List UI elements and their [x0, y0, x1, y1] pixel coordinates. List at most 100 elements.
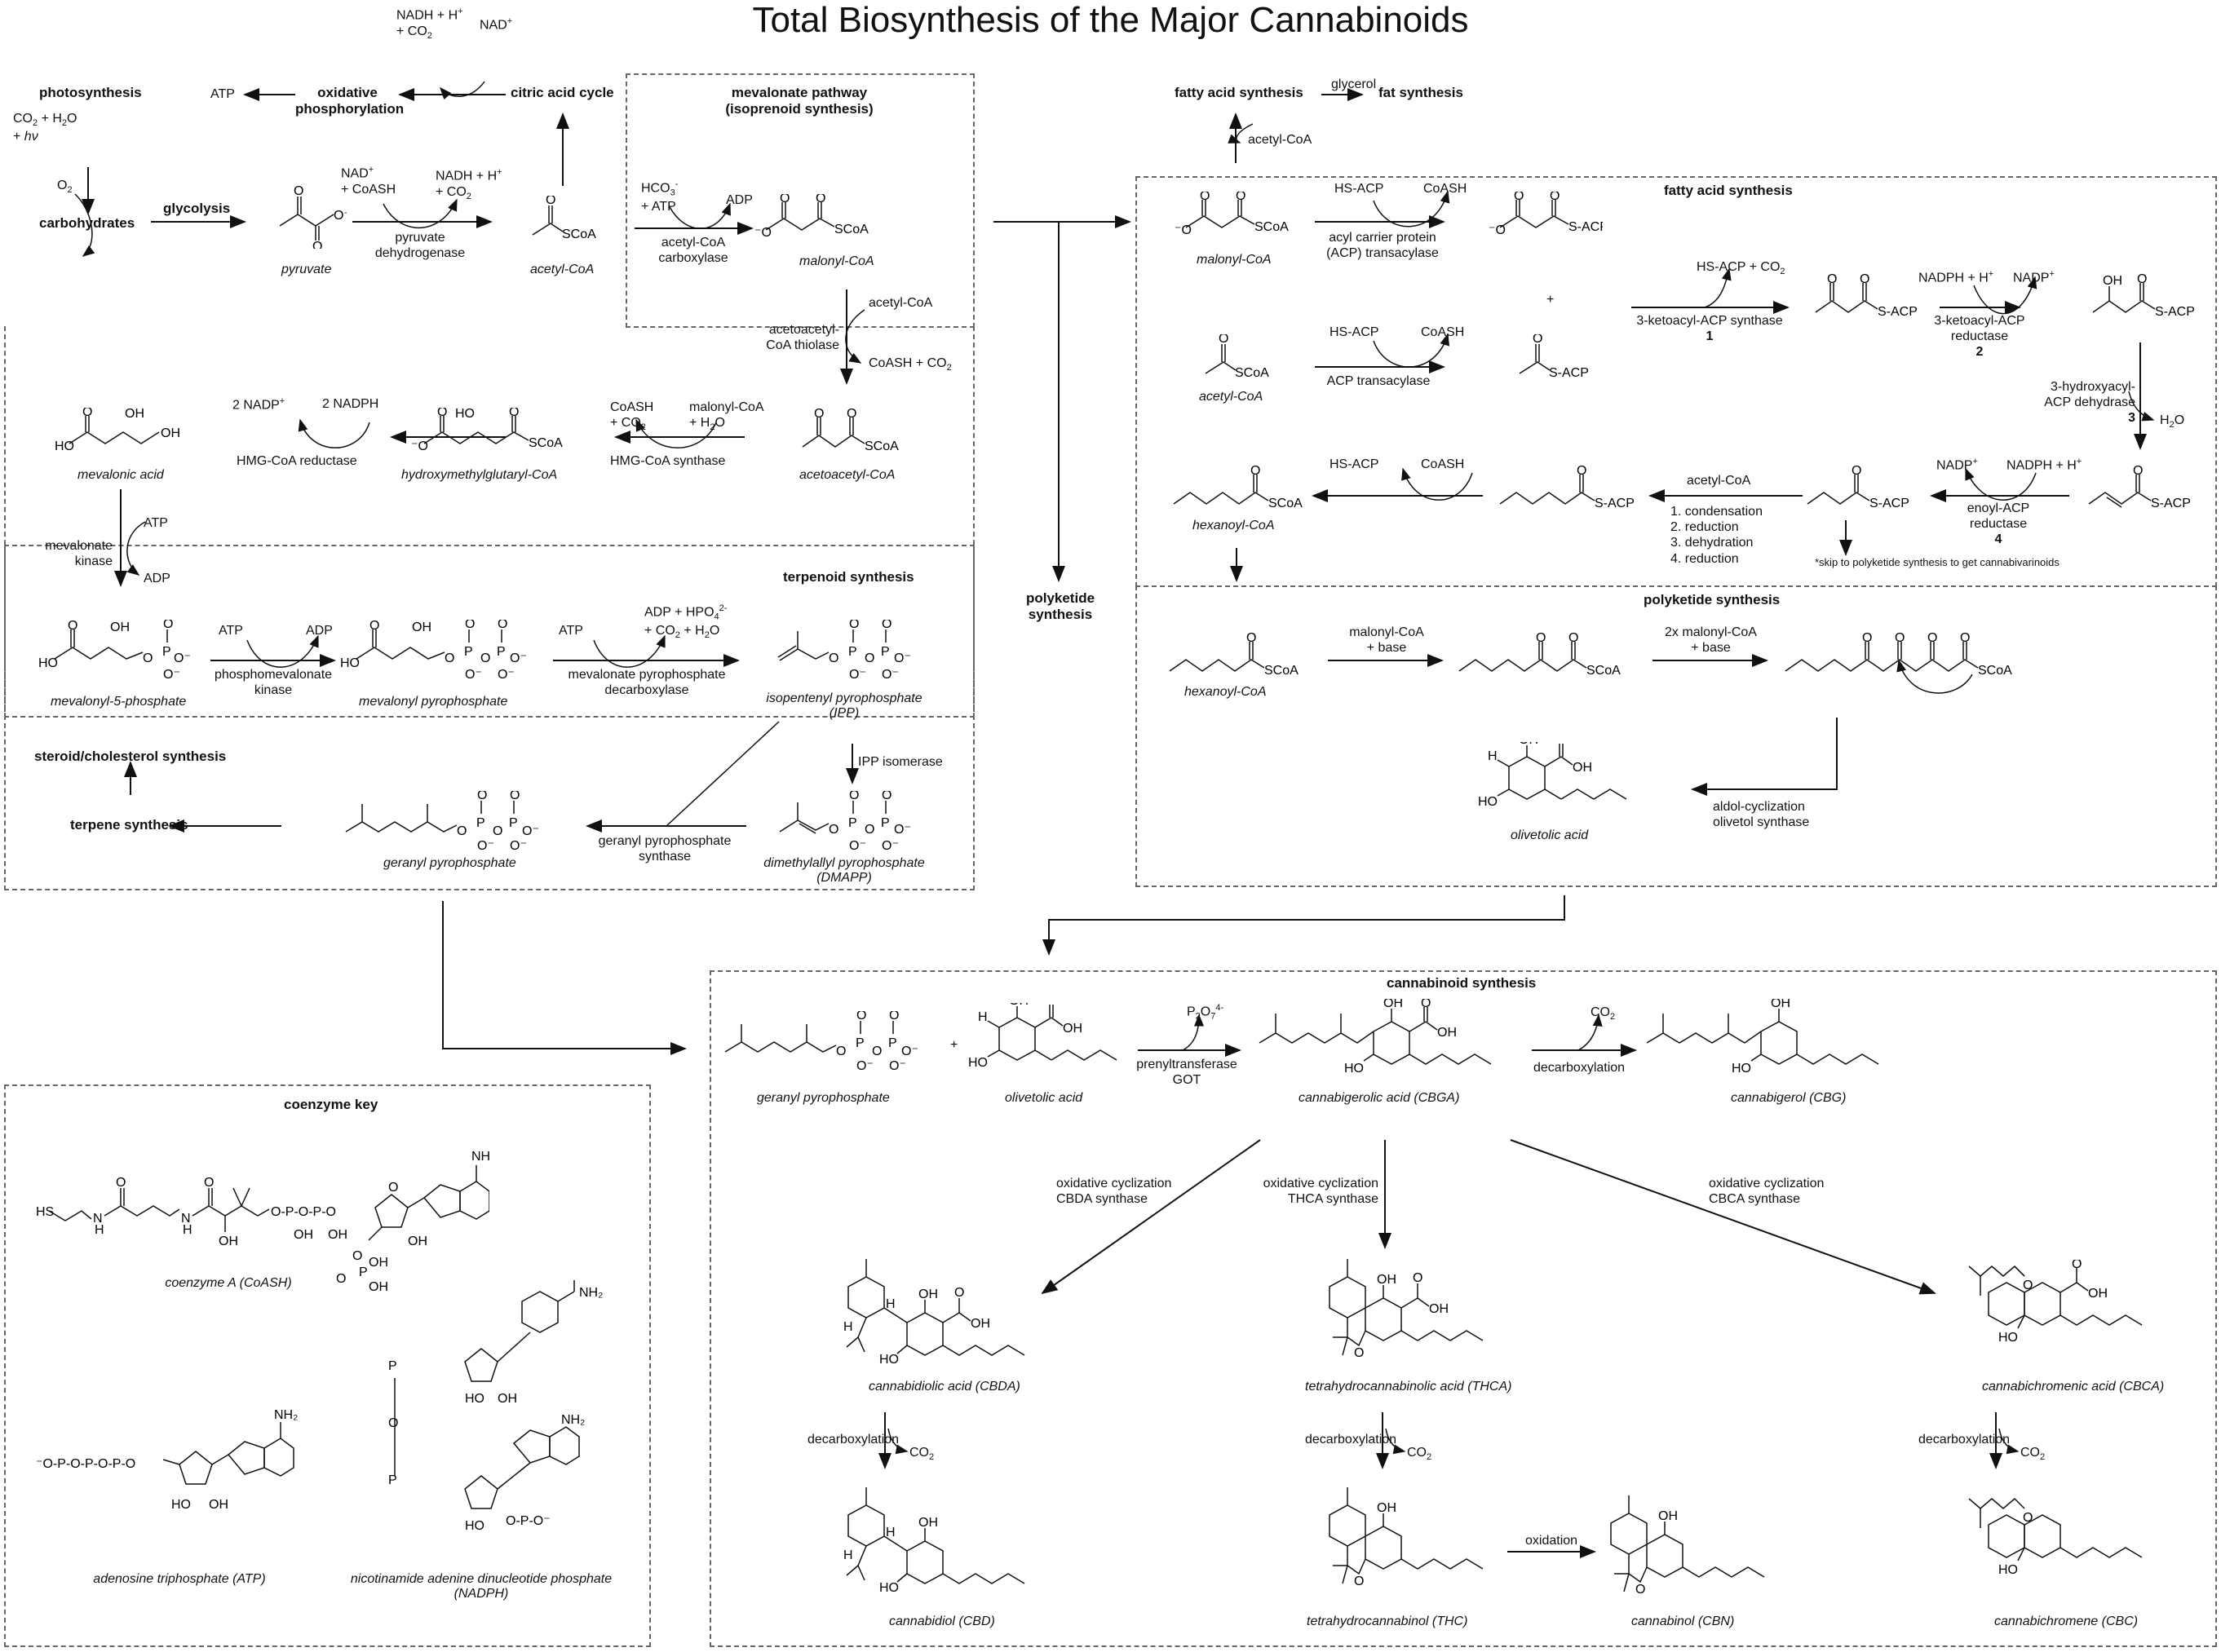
svg-text:P: P [888, 1036, 897, 1050]
svg-text:O: O [1927, 632, 1937, 645]
pk-step2-reagents: 2x malonyl-CoA+ base [1665, 625, 1757, 656]
svg-text:H: H [886, 1297, 896, 1311]
svg-text:O: O [882, 620, 891, 631]
dh-step-number: 3 [2128, 411, 2135, 426]
cycle-input: acetyl-CoA [1687, 474, 1751, 488]
svg-text:⁻O: ⁻O [754, 226, 772, 240]
enzyme-thiolase: acetoacetyl-CoA thiolase [766, 323, 839, 353]
svg-text:O: O [1862, 632, 1872, 645]
svg-text:O⁻: O⁻ [510, 652, 527, 665]
decarb-thc-label: decarboxylation [1305, 1433, 1397, 1447]
cycle-step-1: 1. condensation [1670, 505, 1763, 519]
svg-text:O: O [480, 652, 490, 665]
svg-text:OH: OH [1383, 999, 1403, 1010]
svg-text:N: N [181, 1212, 191, 1226]
label-steroid-synthesis: steroid/cholesterol synthesis [34, 749, 227, 764]
svg-text:OH: OH [1658, 1509, 1678, 1523]
connector-ipp-to-gpps [666, 721, 780, 827]
svg-text:S-ACP: S-ACP [1568, 220, 1603, 234]
svg-text:O: O [1550, 192, 1560, 203]
photosynthesis-inputs: CO2 + H2O+ hν [13, 112, 77, 144]
svg-text:HO: HO [455, 408, 475, 421]
svg-text:OH: OH [408, 1235, 427, 1248]
cycle-step-2: 2. reduction [1670, 520, 1739, 535]
svg-text:OH: OH [219, 1235, 238, 1248]
coenzyme-key-box [4, 1084, 651, 1647]
svg-text:HO: HO [171, 1498, 191, 1512]
svg-text:NH₂: NH₂ [471, 1150, 489, 1164]
decarb-cbg-output: CO2 [1591, 1005, 1616, 1023]
cac-inputs: NAD+ [480, 16, 513, 33]
svg-text:O: O [1354, 1346, 1364, 1360]
svg-text:O: O [510, 791, 520, 802]
svg-text:O: O [143, 652, 153, 665]
mevalonate-header: mevalonate pathway (isoprenoid synthesis… [725, 85, 874, 117]
label-mevalonic-acid: mevalonic acid [77, 468, 164, 482]
svg-text:P: P [388, 1359, 397, 1373]
svg-text:OH: OH [1437, 1026, 1457, 1040]
svg-text:HO: HO [879, 1581, 899, 1595]
mcat-output: CoASH [1423, 182, 1467, 196]
svg-text:O: O [1860, 273, 1869, 286]
svg-text:SCoA: SCoA [865, 440, 899, 453]
svg-text:O: O [352, 1249, 362, 1263]
svg-text:O⁻: O⁻ [882, 668, 899, 682]
arrow-cbca-synthase [1510, 1139, 1936, 1295]
svg-text:HS: HS [36, 1205, 54, 1219]
svg-text:O: O [1413, 1271, 1422, 1285]
svg-text:SCoA: SCoA [834, 223, 869, 236]
svg-text:O: O [457, 824, 467, 838]
svg-text:O: O [493, 824, 502, 838]
svg-text:SCoA: SCoA [1978, 664, 2012, 678]
svg-text:O⁻: O⁻ [894, 652, 911, 665]
kar-step-number: 2 [1975, 345, 1984, 360]
mcat-input: HS-ACP [1334, 182, 1384, 196]
svg-text:O⁻: O⁻ [174, 652, 191, 665]
svg-text:S-ACP: S-ACP [1549, 366, 1589, 380]
svg-text:O: O [2133, 465, 2143, 478]
svg-text:O⁻: O⁻ [498, 668, 515, 682]
cb-label-thc: tetrahydrocannabinol (THC) [1307, 1614, 1468, 1628]
pdh-inputs: NAD++ CoASH [341, 165, 396, 197]
acc-output: ADP [726, 193, 753, 207]
svg-text:O-P-O-P-O: O-P-O-P-O [271, 1205, 336, 1219]
svg-text:O: O [1354, 1575, 1364, 1588]
pmk-output: ADP [306, 624, 333, 638]
polyketide-box [1135, 585, 2217, 887]
svg-text:OH: OH [1519, 742, 1538, 747]
svg-text:O: O [1236, 192, 1245, 203]
svg-text:OH: OH [209, 1498, 228, 1512]
coenzyme-key-header: coenzyme key [284, 1097, 378, 1112]
svg-text:O: O [1568, 632, 1578, 645]
label-carbohydrates: carbohydrates [39, 215, 135, 231]
er-step-number: 4 [1994, 532, 2002, 547]
cb-label-cbca: cannabichromenic acid (CBCA) [1982, 1380, 2165, 1394]
svg-text:O: O [1827, 273, 1837, 286]
svg-text:H: H [843, 1548, 853, 1562]
svg-text:HO: HO [38, 656, 58, 670]
at-output: CoASH [1421, 325, 1465, 339]
svg-text:O: O [312, 240, 322, 249]
svg-text:O: O [1960, 632, 1970, 645]
svg-text:O⁻: O⁻ [334, 209, 347, 223]
photosynthesis-output: O2 [57, 179, 73, 196]
pdh-outputs: NADH + H++ CO2 [436, 167, 502, 201]
kas-output: HS-ACP + CO2 [1697, 260, 1785, 277]
label-coenzyme-a: coenzyme A (CoASH) [165, 1276, 292, 1290]
svg-text:P: P [509, 816, 518, 830]
kar-output: NADP+ [2013, 269, 2055, 285]
svg-text:HO: HO [1998, 1331, 2018, 1345]
svg-text:O: O [509, 408, 519, 419]
label-atp: ATP [210, 87, 235, 101]
cb-label-cbda: cannabidiolic acid (CBDA) [869, 1380, 1020, 1394]
label-fat-synthesis: fat synthesis [1378, 85, 1463, 100]
svg-text:NH₂: NH₂ [579, 1286, 603, 1300]
label-gpp: geranyl pyrophosphate [383, 856, 516, 870]
